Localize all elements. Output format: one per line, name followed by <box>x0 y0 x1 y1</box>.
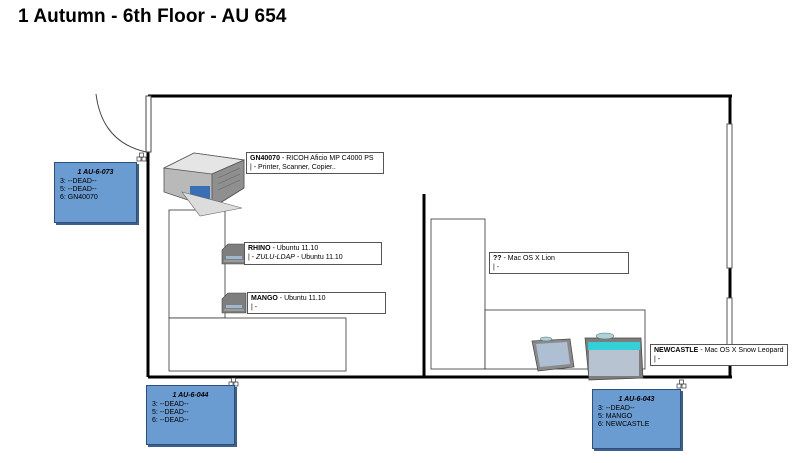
laptop-icon <box>531 336 575 372</box>
network-panel: 1 AU-6-043 3: --DEAD-- 5: MANGO 6: NEWCA… <box>592 389 681 449</box>
device-desc: - Ubuntu 11.10 <box>270 245 319 252</box>
panel-port: 5: --DEAD-- <box>60 186 97 193</box>
device-host: ?? <box>493 255 502 262</box>
device-label-newcastle: NEWCASTLE - Mac OS X Snow Leopard | - <box>650 344 788 366</box>
network-panel: 1 AU-6-044 3: --DEAD-- 5: --DEAD-- 6: --… <box>146 385 235 445</box>
device-desc: - Mac OS X Lion <box>501 255 555 262</box>
panel-name: 1 AU-6-044 <box>172 392 209 399</box>
device-label-gn40070: GN40070 - RICOH Aficio MP C4000 PS | - P… <box>246 152 384 174</box>
device-detail-os: - Ubuntu 11.10 <box>294 254 343 261</box>
window-right <box>726 123 733 346</box>
device-alias: ZULU-LDAP <box>256 254 295 261</box>
panel-name: 1 AU-6-073 <box>77 169 114 176</box>
panel-port: 3: --DEAD-- <box>598 405 635 412</box>
server-icon <box>221 243 247 265</box>
panel-port: 3: --DEAD-- <box>60 178 97 185</box>
device-label-mango: MANGO - Ubuntu 11.10 | - <box>247 292 386 314</box>
device-detail: | - <box>251 304 258 311</box>
panel-port: 3: --DEAD-- <box>152 401 189 408</box>
device-desc: - RICOH Aficio MP C4000 PS <box>279 155 374 162</box>
device-detail: | - <box>493 264 500 271</box>
desks <box>168 209 646 372</box>
device-label-unknown: ?? - Mac OS X Lion | - <box>489 252 629 274</box>
device-detail: | - Printer, Scanner, Copier.. <box>250 164 336 171</box>
panel-port: 6: --DEAD-- <box>152 417 189 424</box>
panel-port: 5: --DEAD-- <box>152 409 189 416</box>
network-jack-icon <box>228 377 239 387</box>
laptop-icon <box>584 332 644 381</box>
door <box>95 93 152 153</box>
device-label-rhino: RHINO - Ubuntu 11.10 | - ZULU-LDAP - Ubu… <box>244 242 382 265</box>
device-detail: | - <box>654 356 661 363</box>
network-panel: 1 AU-6-073 3: --DEAD-- 5: --DEAD-- 6: GN… <box>54 162 137 223</box>
device-desc: - Mac OS X Snow Leopard <box>698 347 784 354</box>
network-jack-icon <box>676 379 687 389</box>
page-title: 1 Autumn - 6th Floor - AU 654 <box>18 6 287 27</box>
printer-icon <box>162 152 246 217</box>
panel-port: 6: NEWCASTLE <box>598 421 650 428</box>
panel-port: 5: MANGO <box>598 413 633 420</box>
panel-name: 1 AU-6-043 <box>618 396 655 403</box>
panel-port: 6: GN40070 <box>60 194 98 201</box>
server-icon <box>221 292 247 314</box>
device-host: NEWCASTLE <box>654 347 699 354</box>
device-host: RHINO <box>248 245 271 252</box>
device-host: MANGO <box>251 295 278 302</box>
device-desc: - Ubuntu 11.10 <box>277 295 326 302</box>
device-host: GN40070 <box>250 155 280 162</box>
network-jack-icon <box>136 152 147 162</box>
device-detail: | - <box>248 254 257 261</box>
